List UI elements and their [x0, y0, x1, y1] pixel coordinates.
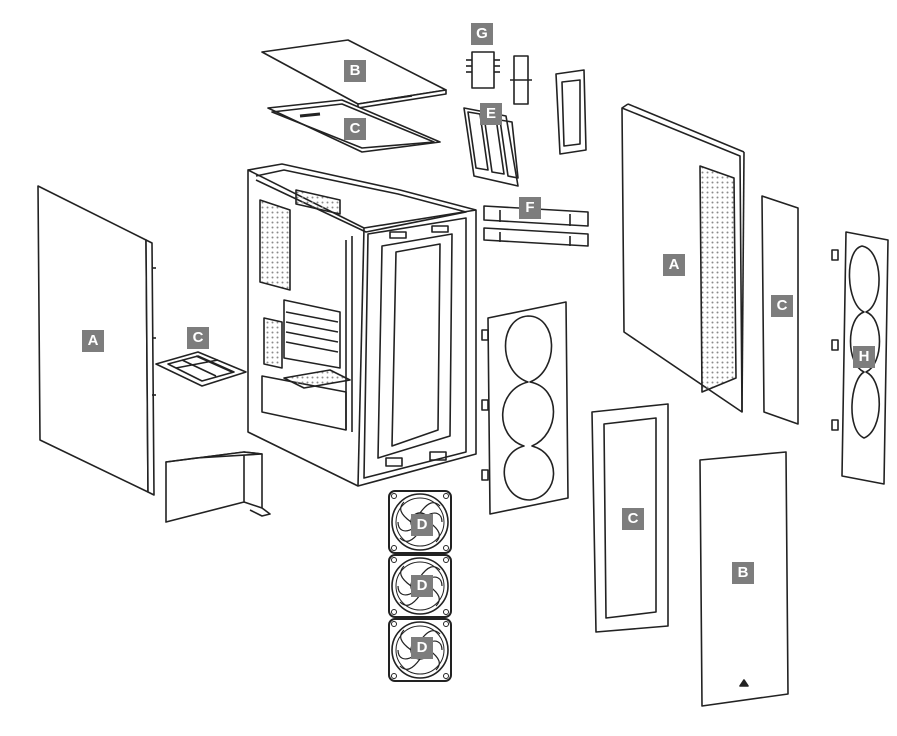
label-c-side-filter: C: [771, 295, 793, 317]
label-a-left-side-panel: A: [82, 330, 104, 352]
label-g-accessories: G: [471, 23, 493, 45]
label-d-fan-2: D: [411, 575, 433, 597]
label-b-front-panel: B: [732, 562, 754, 584]
label-c-bottom-filter: C: [187, 327, 209, 349]
label-a-right-side-panel: A: [663, 254, 685, 276]
fan-hub-accessories: [466, 51, 587, 155]
bottom-dust-filter: [155, 351, 247, 387]
label-f-ssd-trays: F: [519, 197, 541, 219]
label-d-fan-1: D: [411, 514, 433, 536]
label-c-front-filter: C: [622, 508, 644, 530]
main-chassis: [247, 163, 477, 487]
label-d-fan-3: D: [411, 637, 433, 659]
label-c-top-filter: C: [344, 118, 366, 140]
label-e-drive-cage: E: [480, 103, 502, 125]
psu-shroud-cover: [165, 451, 271, 523]
front-fan-bracket: [481, 301, 569, 515]
label-h-bracket: H: [853, 346, 875, 368]
label-b-top-panel: B: [344, 60, 366, 82]
